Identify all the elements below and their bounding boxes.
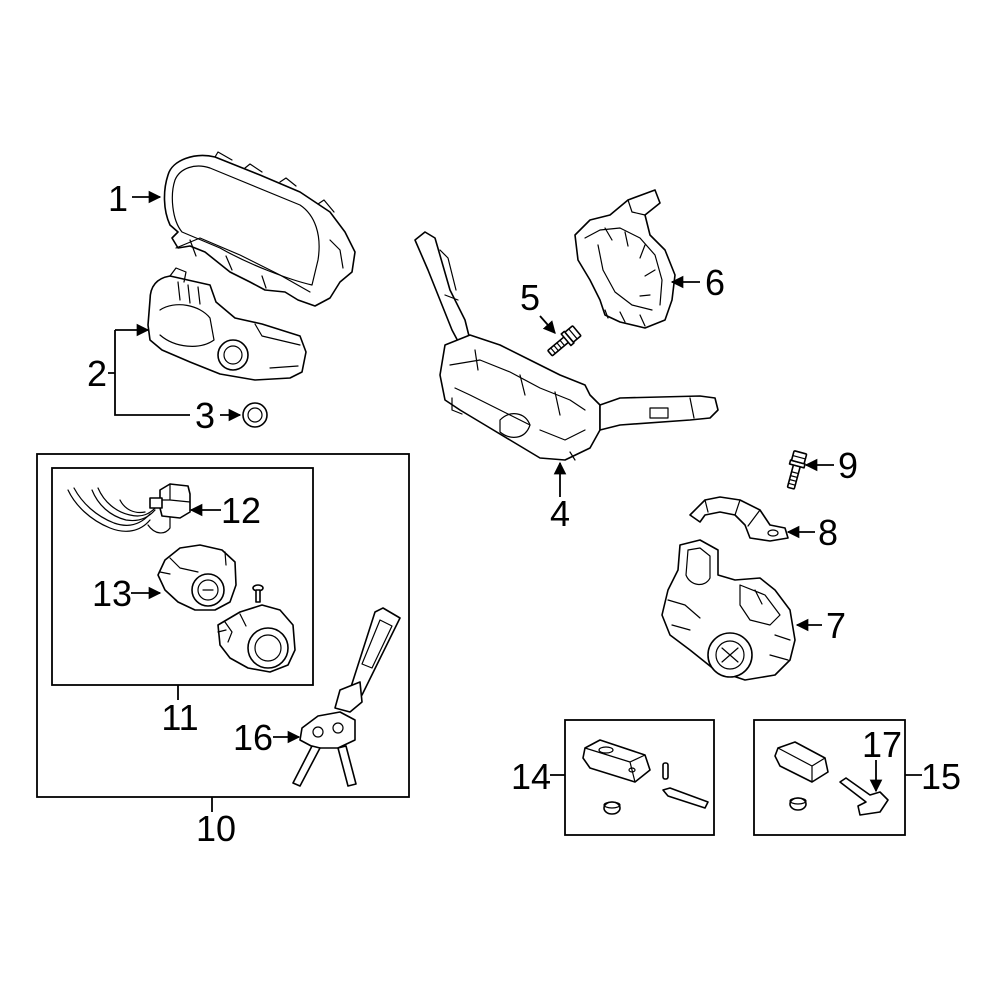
column-bracket <box>689 496 789 542</box>
lock-cylinder-kit-box <box>51 467 314 686</box>
ignition-kit-box <box>36 453 410 798</box>
steering-column-shroud <box>147 267 307 381</box>
ignition-housing <box>661 539 796 681</box>
combination-switch <box>414 231 719 461</box>
lock-housing <box>217 604 296 673</box>
instrument-cluster-hood <box>163 151 356 307</box>
callout-12: 12 <box>221 490 261 531</box>
callout-9: 9 <box>838 445 858 486</box>
key-fob-kit-contents <box>774 741 889 816</box>
switch-bolt <box>547 325 582 357</box>
callout-13: 13 <box>92 573 132 614</box>
callout-4: 4 <box>550 493 570 534</box>
callout-17: 17 <box>862 724 902 765</box>
callout-8: 8 <box>818 512 838 553</box>
wiring-connector <box>67 483 191 534</box>
flip-key <box>292 607 401 787</box>
callout-5: 5 <box>520 277 540 318</box>
transmitter-kit-contents <box>582 739 709 815</box>
callout-6: 6 <box>705 262 725 303</box>
callout-14: 14 <box>511 756 551 797</box>
callout-7: 7 <box>826 605 846 646</box>
transmitter-kit-box <box>564 719 715 836</box>
callout-3: 3 <box>195 395 215 436</box>
callout-1: 1 <box>108 178 128 219</box>
callout-15: 15 <box>921 756 961 797</box>
callout-11: 11 <box>161 697 198 738</box>
callout-10: 10 <box>196 808 236 849</box>
lock-screw <box>252 584 264 603</box>
callout-16: 16 <box>233 717 273 758</box>
bracket-bolt <box>786 450 808 490</box>
key-fob-kit-box <box>753 719 906 836</box>
callout-2: 2 <box>87 353 107 394</box>
leader-line-2 <box>108 330 190 416</box>
lock-cylinder <box>157 544 237 611</box>
shroud-ring <box>242 402 268 428</box>
leader-line-5 <box>539 315 556 334</box>
clock-spring <box>574 189 676 329</box>
